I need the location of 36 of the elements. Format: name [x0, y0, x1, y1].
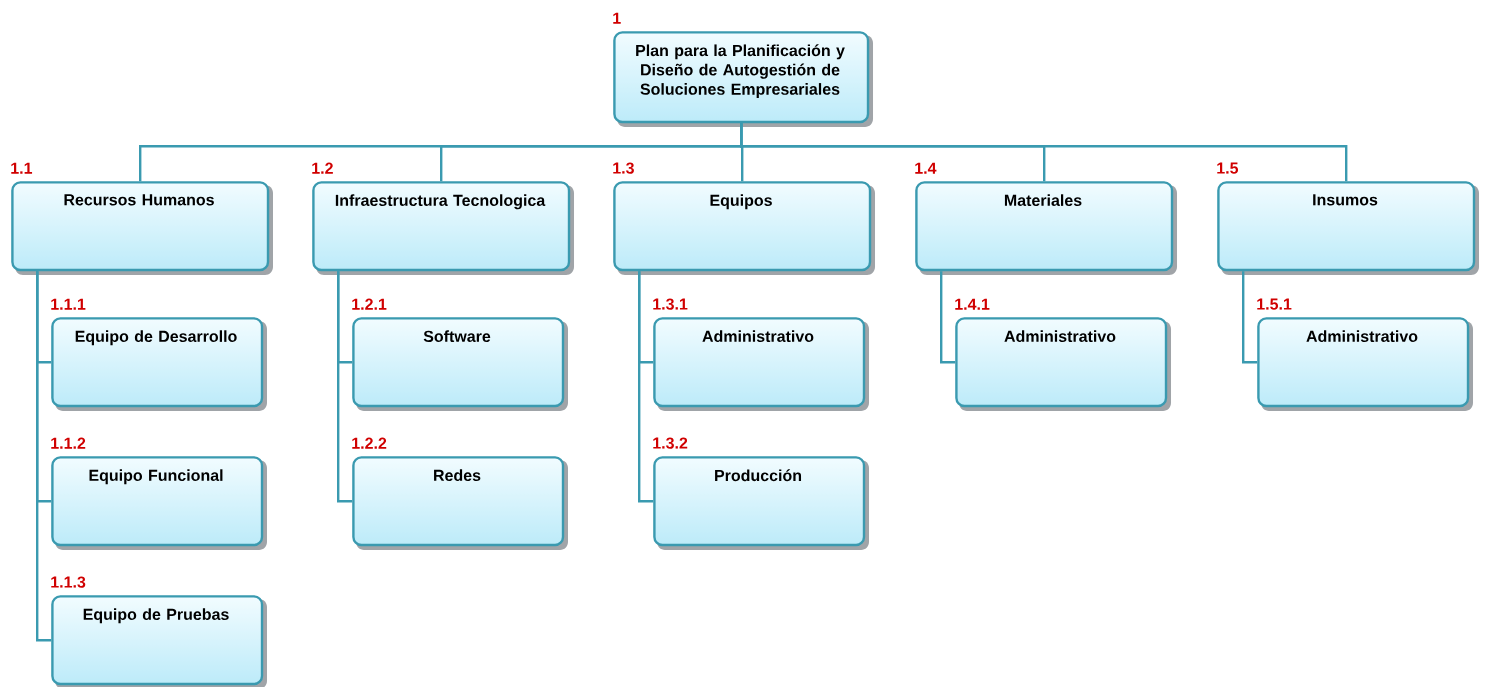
wbs-number: 1.3.1 [653, 298, 688, 310]
wbs-number: 1.5.1 [1257, 298, 1292, 310]
wbs-box: Administrativo [955, 317, 1171, 411]
connector-line [1242, 271, 1258, 364]
wbs-number: 1.1 [11, 162, 33, 174]
wbs-number: 1.1.3 [51, 576, 86, 588]
wbs-number: 1.1.1 [51, 298, 86, 310]
wbs-box: Plan para la Planificación y Diseño de Autogestión de Soluciones Empresariales [613, 31, 873, 127]
wbs-number: 1.2.2 [352, 437, 387, 449]
wbs-box: Infraestructura Tecnologica [312, 181, 574, 275]
wbs-number: 1.3 [613, 162, 634, 174]
wbs-box: Insumos [1217, 181, 1479, 275]
wbs-number: 1.5 [1217, 162, 1239, 174]
wbs-number: 1.1.2 [51, 437, 86, 449]
connector-line [740, 123, 1348, 182]
wbs-number: 1.3.2 [653, 437, 688, 449]
wbs-box: Redes [352, 456, 568, 550]
wbs-box: Equipo de Pruebas [51, 595, 267, 687]
wbs-box: Equipo de Desarrollo [51, 317, 267, 411]
wbs-box: Materiales [915, 181, 1177, 275]
wbs-number: 1 [613, 12, 621, 24]
wbs-box: Equipos [613, 181, 875, 275]
connector-line [638, 271, 654, 503]
connector-line [940, 271, 956, 364]
wbs-box: Software [352, 317, 568, 411]
connector-line [337, 271, 353, 503]
connector-line [36, 271, 52, 642]
wbs-number: 1.2 [312, 162, 333, 174]
wbs-box: Equipo Funcional [51, 456, 267, 550]
wbs-number: 1.2.1 [352, 298, 387, 310]
wbs-number: 1.4 [915, 162, 937, 174]
wbs-box: Administrativo [653, 317, 869, 411]
wbs-box: Recursos Humanos [11, 181, 273, 275]
wbs-box: Producción [653, 456, 869, 550]
wbs-box: Administrativo [1257, 317, 1473, 411]
wbs-number: 1.4.1 [955, 298, 990, 310]
